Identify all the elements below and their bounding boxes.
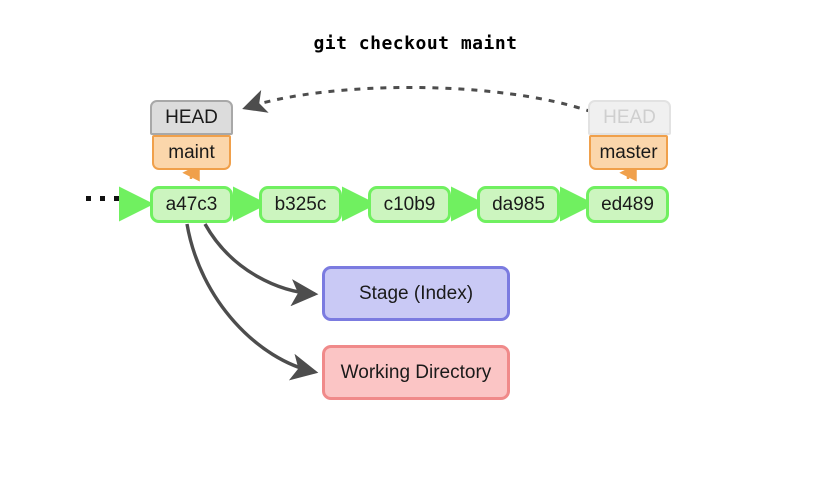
- branch-label-master[interactable]: master: [589, 135, 668, 170]
- commit-node-a47c3[interactable]: a47c3: [150, 186, 233, 223]
- head-label-ghost: HEAD: [588, 100, 671, 135]
- head-label-active[interactable]: HEAD: [150, 100, 233, 135]
- head-move-dashed-arrow: [242, 85, 593, 114]
- ellipsis-dot: [100, 196, 105, 201]
- commit-node-c10b9[interactable]: c10b9: [368, 186, 451, 223]
- page-title: git checkout maint: [313, 33, 518, 54]
- commit-node-ed489[interactable]: ed489: [586, 186, 669, 223]
- commit-to-workdir-arrow: [185, 223, 319, 381]
- commit-node-da985[interactable]: da985: [477, 186, 560, 223]
- branch-label-maint[interactable]: maint: [152, 135, 231, 170]
- commit-node-b325c[interactable]: b325c: [259, 186, 342, 223]
- stage-index-box[interactable]: Stage (Index): [322, 266, 510, 321]
- branch-pointer-arrows: [182, 164, 637, 182]
- commit-to-stage-arrow: [203, 223, 319, 307]
- ellipsis-dot: [86, 196, 91, 201]
- ellipsis-dot: [114, 196, 119, 201]
- working-directory-box[interactable]: Working Directory: [322, 345, 510, 400]
- history-ellipsis: [86, 196, 119, 201]
